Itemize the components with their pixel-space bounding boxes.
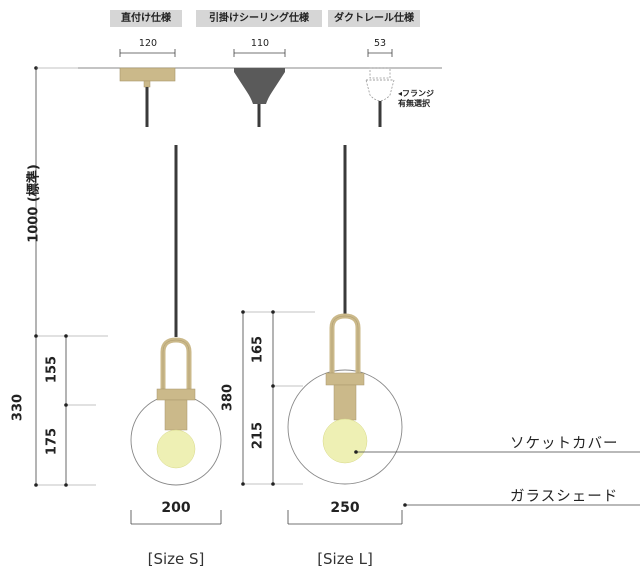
duct-rail-adapter bbox=[365, 67, 395, 102]
size-l-caption: [Size L] bbox=[317, 550, 373, 568]
size-s-total-height: 330 bbox=[10, 393, 26, 422]
mount-width-dim-ceiling bbox=[233, 49, 286, 57]
mount-width-duct: 53 bbox=[373, 38, 387, 49]
size-l-width-label: 250 bbox=[330, 500, 360, 516]
size-l-upper-height: 165 bbox=[250, 335, 266, 364]
mount-width-ceiling: 110 bbox=[250, 38, 270, 49]
size-s-caption: [Size S] bbox=[147, 550, 205, 568]
size-l-total-height: 380 bbox=[220, 383, 236, 412]
flange-note: ◂フランジ 有無選択 bbox=[398, 89, 434, 109]
size-s-width-label: 200 bbox=[161, 500, 191, 516]
size-s-bulb bbox=[156, 429, 196, 469]
cord-length-label: 1000 (標準) bbox=[26, 164, 42, 243]
mount-tag-direct: 直付け仕様 bbox=[110, 10, 182, 27]
mount-width-dim-direct bbox=[119, 49, 176, 57]
size-l-lamp bbox=[287, 313, 403, 485]
flange-note-line2: 有無選択 bbox=[398, 99, 430, 108]
socket-cover-callout: ソケットカバー bbox=[510, 436, 619, 452]
size-l-bulb bbox=[322, 418, 368, 464]
mount-tag-duct-rail: ダクトレール仕様 bbox=[328, 10, 420, 27]
ceiling-hook-canopy bbox=[234, 68, 285, 127]
mount-tag-ceiling-hook: 引掛けシーリング仕様 bbox=[196, 10, 322, 27]
size-l-hanger-loop bbox=[329, 313, 361, 374]
size-l-width-dim bbox=[287, 510, 403, 525]
size-l-lower-height: 215 bbox=[250, 421, 266, 450]
size-l-glass-shade bbox=[287, 369, 403, 485]
size-s-socket-cover bbox=[164, 399, 188, 431]
mount-width-direct: 120 bbox=[138, 38, 158, 49]
size-l-socket-cover bbox=[333, 384, 357, 421]
direct-mount-canopy bbox=[119, 67, 176, 127]
mount-width-dim-duct bbox=[367, 49, 393, 57]
size-s-width-dim bbox=[130, 510, 222, 525]
size-s-upper-height: 155 bbox=[44, 355, 60, 384]
size-s-hanger-loop bbox=[160, 337, 192, 390]
size-s-lamp bbox=[130, 337, 222, 486]
size-s-lower-height: 175 bbox=[44, 427, 60, 456]
glass-shade-callout: ガラスシェード bbox=[510, 489, 619, 505]
flange-note-line1: ◂フランジ bbox=[398, 89, 435, 98]
